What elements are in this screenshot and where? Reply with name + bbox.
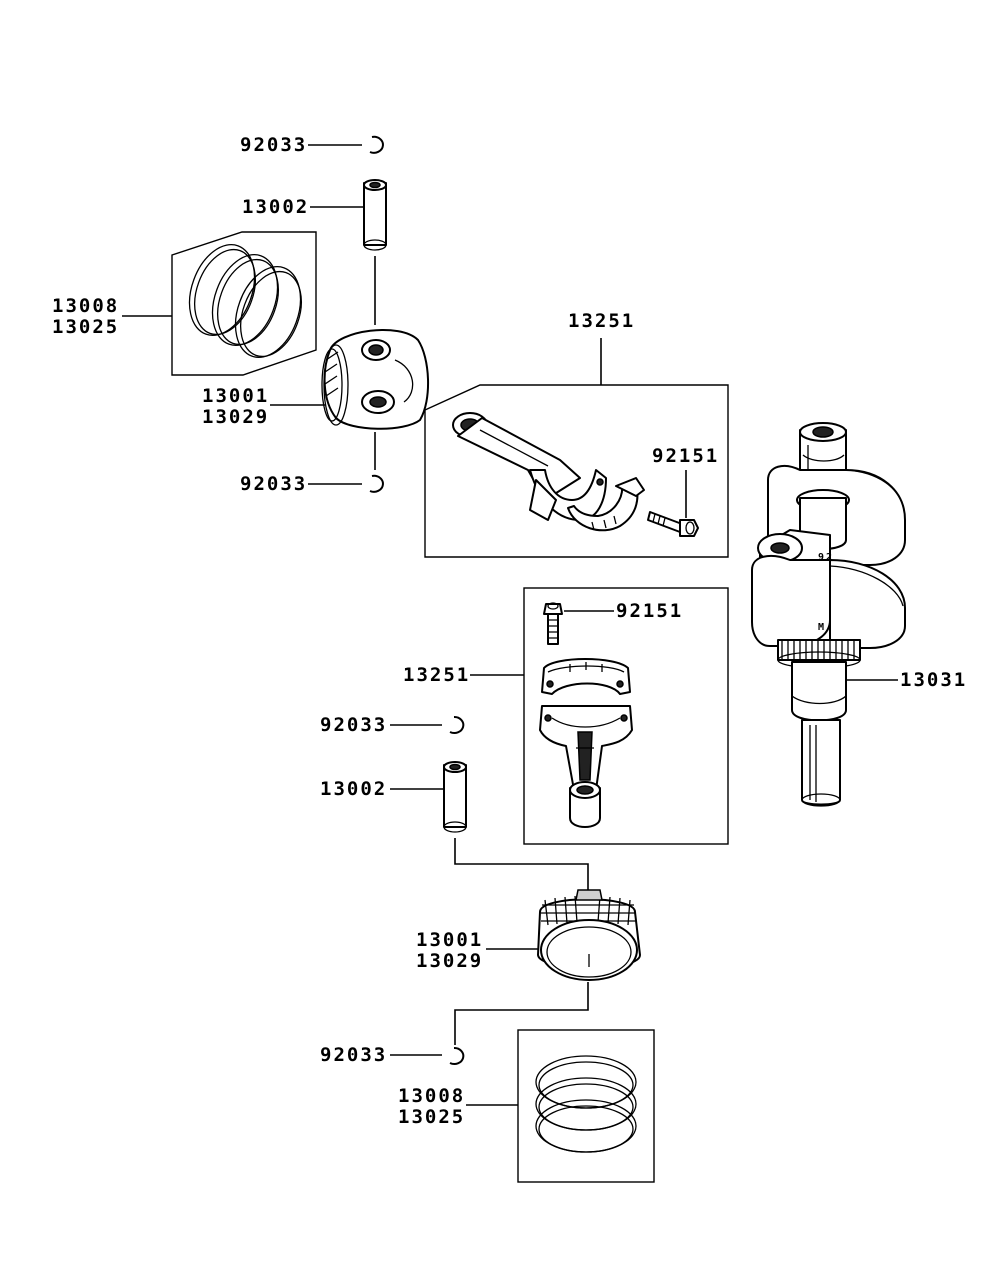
rod-cap-bottom[interactable] [541,658,631,695]
label-13251-a: 13251 [568,310,635,332]
svg-text:92: 92 [818,552,834,563]
label-13002-b: 13002 [320,778,387,800]
piston-top[interactable] [321,329,429,430]
rings-box-top [171,231,317,376]
circlip-top-1[interactable] [369,135,384,154]
label-92033-a: 92033 [240,134,307,156]
circlip-top-2[interactable] [369,474,384,493]
label-92033-c: 92033 [320,714,387,736]
piston-bottom[interactable] [537,889,641,981]
label-13002-a: 13002 [242,196,309,218]
connecting-rod-bottom[interactable] [539,705,633,828]
label-13001-b: 13001 [416,929,483,951]
connecting-rod-top[interactable] [452,412,645,532]
label-13008-a: 13008 [52,295,119,317]
label-13251-b: 13251 [403,664,470,686]
label-13001-a: 13001 [202,385,269,407]
label-13029-b: 13029 [416,950,483,972]
rings-box-bottom [517,1029,655,1183]
circlip-bottom-1[interactable] [449,715,465,734]
label-13025-b: 13025 [398,1106,465,1128]
piston-rings-bottom[interactable] [535,1055,637,1153]
piston-rings-top[interactable] [178,236,313,367]
piston-pin-bottom[interactable] [443,761,467,833]
label-92033-d: 92033 [320,1044,387,1066]
rod-bolt-bottom[interactable] [543,602,563,645]
label-13031: 13031 [900,669,967,691]
label-92033-b: 92033 [240,473,307,495]
svg-text:M: M [818,622,826,633]
label-13029-a: 13029 [202,406,269,428]
label-92151-a: 92151 [652,445,719,467]
piston-pin-top[interactable] [363,179,387,251]
label-13008-b: 13008 [398,1085,465,1107]
crankshaft[interactable]: 92 M [751,422,906,807]
circlip-bottom-2[interactable] [449,1046,465,1065]
label-92151-b: 92151 [616,600,683,622]
rod-box-bottom [523,587,729,845]
label-13025-a: 13025 [52,316,119,338]
rod-bolt-top[interactable] [647,511,699,537]
rod-box-top [424,384,729,558]
